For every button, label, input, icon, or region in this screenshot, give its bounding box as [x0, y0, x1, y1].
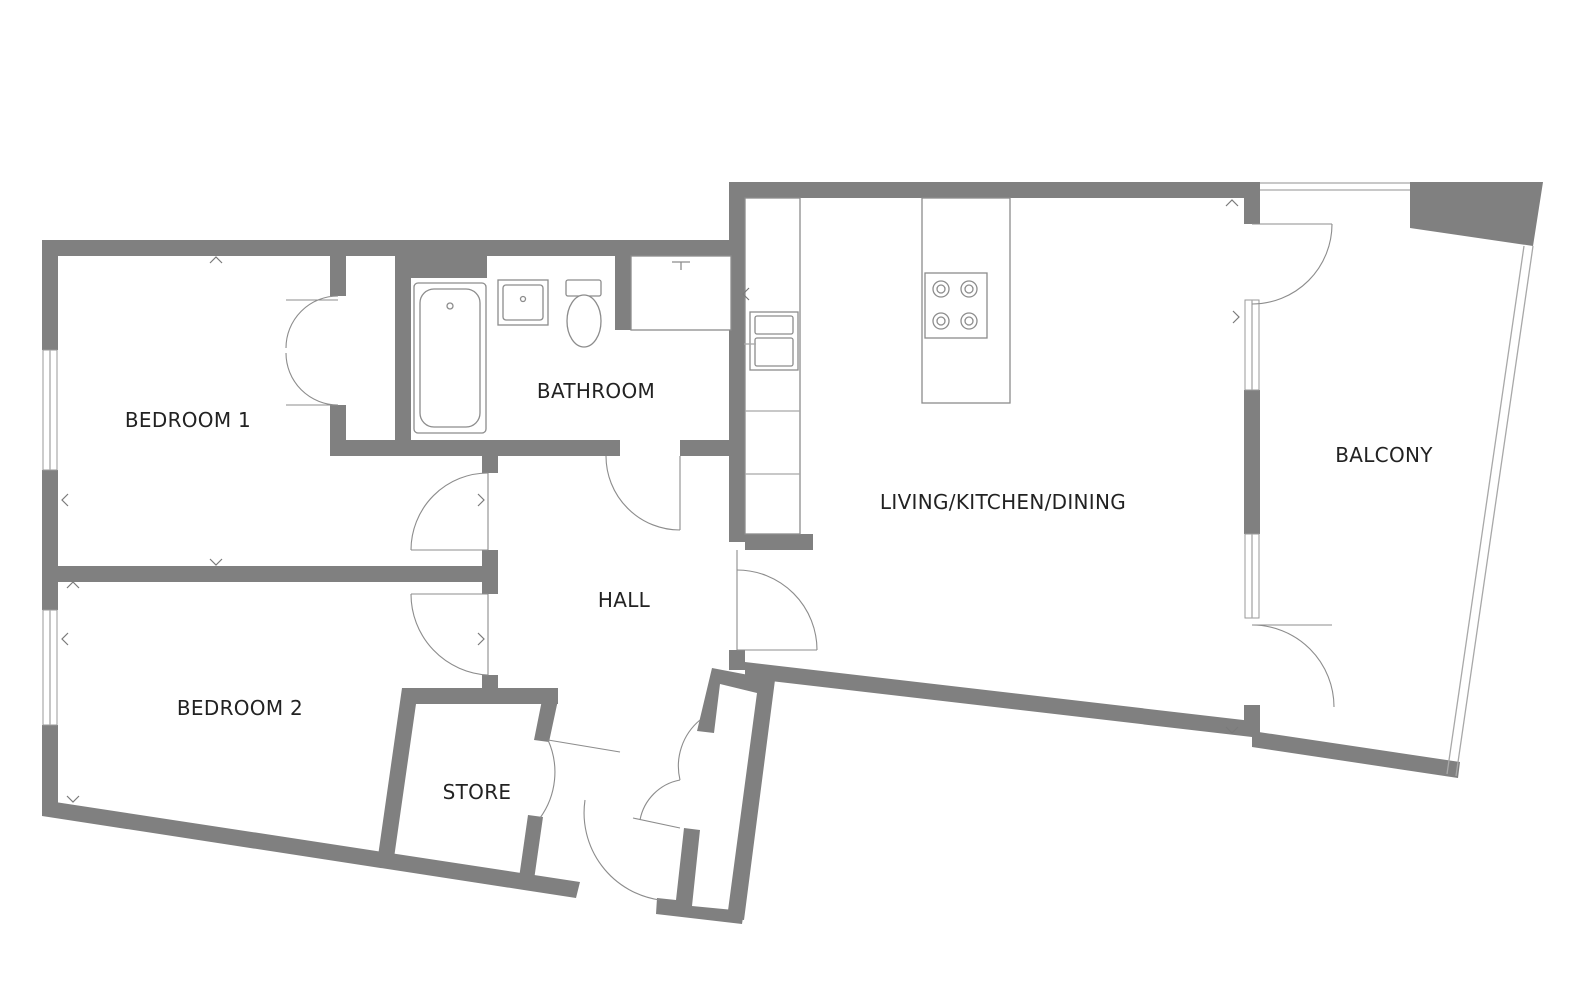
balcony-balustrade [1260, 182, 1534, 777]
store-wall [378, 688, 558, 858]
wall [1244, 705, 1260, 735]
wall [729, 650, 745, 670]
radiator-markers [61, 199, 1240, 803]
room-label-balcony: BALCONY [1335, 443, 1433, 467]
hob-burner [936, 284, 946, 294]
wall [58, 566, 498, 582]
wall [729, 182, 745, 542]
store-wall [519, 815, 543, 880]
wall [745, 662, 1252, 737]
kitchen-fixtures [744, 197, 1011, 535]
wall [1244, 390, 1260, 534]
room-label-bedroom-2: BEDROOM 2 [176, 696, 304, 720]
wall [330, 256, 346, 296]
room-label-store: STORE [442, 780, 512, 804]
kitchen-sink-bowl [754, 337, 794, 367]
wall [395, 256, 411, 446]
hob-burner [936, 316, 946, 326]
balcony-corner-pier [1410, 182, 1543, 246]
room-label-hall: HALL [597, 588, 651, 612]
room-label-bathroom: BATHROOM [536, 379, 656, 403]
wall [42, 240, 731, 256]
wall [482, 455, 498, 473]
hob-burner [964, 284, 974, 294]
wall [1252, 731, 1460, 778]
bathroom-fixtures [413, 255, 732, 434]
wall [680, 440, 731, 456]
toilet-bowl [566, 294, 602, 348]
door-swings [285, 223, 1335, 901]
wall [615, 256, 631, 330]
toilet-cistern [565, 279, 602, 297]
valve [672, 261, 690, 270]
wall [42, 800, 580, 898]
bathtub-drain [446, 302, 454, 310]
bathtub-inner [419, 288, 481, 428]
hob [924, 272, 988, 339]
wall [729, 182, 1252, 198]
basin-bowl [502, 284, 544, 321]
wall [745, 534, 813, 550]
wall [42, 470, 58, 610]
room-label-bedroom-1: BEDROOM 1 [124, 408, 252, 432]
hob-burner [964, 316, 974, 326]
wall [42, 725, 58, 815]
wall [42, 240, 58, 350]
wall [330, 405, 346, 455]
wall [395, 256, 487, 278]
wall [330, 440, 620, 456]
exterior-walls [729, 182, 1543, 778]
room-label-living-kitchen-dining: LIVING/KITCHEN/DINING [879, 490, 1127, 514]
wall [482, 550, 498, 594]
store-wall [534, 700, 558, 742]
wall [1244, 182, 1260, 224]
basin-drain [519, 295, 527, 303]
cupboard-wall [697, 668, 775, 920]
cupboard-wall [656, 828, 744, 924]
windows [42, 299, 1260, 726]
left-wing-walls [42, 240, 813, 924]
kitchen-sink-bowl [754, 315, 794, 335]
